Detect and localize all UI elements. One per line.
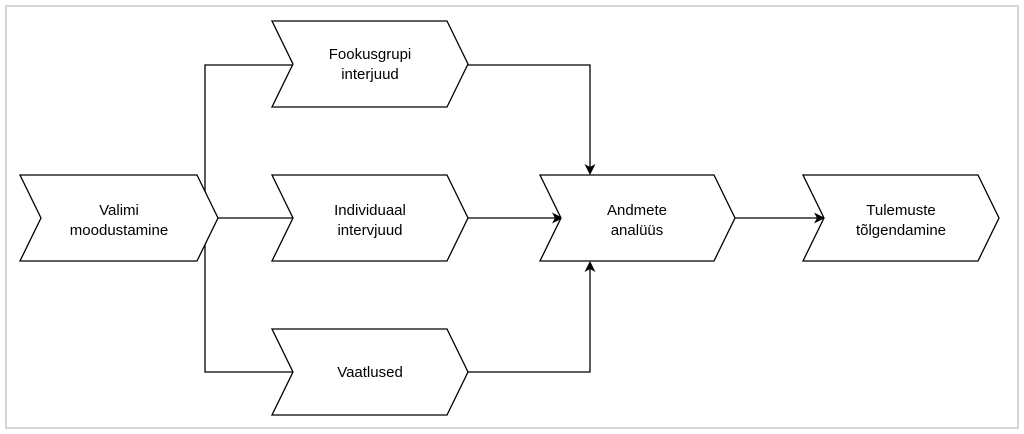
node-fookusgrupi-interjuud: Fookusgrupi interjuud	[270, 20, 469, 108]
node-vaatlused-label: Vaatlused	[337, 364, 403, 381]
arrowhead-andmete-top	[584, 164, 596, 175]
edge-valimi-to-vaatlused	[204, 218, 293, 373]
arrowhead-andmete-bottom	[584, 261, 596, 272]
edge-valimi-to-fookusgrupi	[204, 64, 293, 218]
node-andmete-shape	[538, 174, 736, 262]
node-valimi-label-1: Valimi	[99, 202, 139, 219]
node-fookusgrupi-label-2: interjuud	[341, 66, 399, 83]
edge-vaatlused-to-andmete	[468, 269, 591, 373]
node-valimi-moodustamine: Valimi moodustamine	[18, 174, 219, 262]
node-andmete-label-1: Andmete	[607, 202, 667, 219]
node-individuaal-label-1: Individuaal	[334, 202, 406, 219]
node-valimi-shape	[18, 174, 219, 262]
node-andmete-analuus: Andmete analüüs	[538, 174, 736, 262]
edge-fookusgrupi-to-andmete	[468, 64, 591, 167]
node-tulemuste-label-2: tõlgendamine	[856, 222, 946, 239]
node-vaatlused-shape	[270, 328, 469, 416]
arrowhead-andmete-left	[552, 212, 563, 224]
node-tulemuste-label-1: Tulemuste	[866, 202, 935, 219]
node-tulemuste-tolgendamine: Tulemuste tõlgendamine	[801, 174, 1000, 262]
node-fookusgrupi-label-1: Fookusgrupi	[329, 46, 412, 63]
node-tulemuste-shape	[801, 174, 1000, 262]
node-individuaal-shape	[270, 174, 469, 262]
node-individuaal-intervjuud: Individuaal intervjuud	[270, 174, 469, 262]
arrowhead-tulemuste	[814, 212, 825, 224]
node-valimi-label-2: moodustamine	[70, 222, 168, 239]
node-individuaal-label-2: intervjuud	[337, 222, 402, 239]
node-andmete-label-2: analüüs	[611, 222, 664, 239]
node-vaatlused: Vaatlused	[270, 328, 469, 416]
node-fookusgrupi-shape	[270, 20, 469, 108]
